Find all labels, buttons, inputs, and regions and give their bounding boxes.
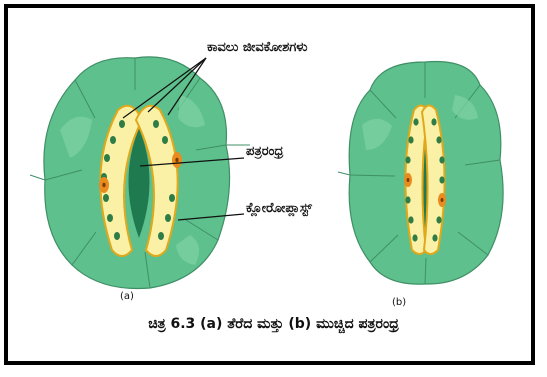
sub-label-a: (a) xyxy=(120,291,134,302)
figure-caption: ಚಿತ್ರ 6.3 (a) ತೆರೆದ ಮತ್ತು (b) ಮುಚ್ಚಿದ ಪತ… xyxy=(0,316,547,332)
open-stoma xyxy=(30,57,250,289)
chloroplast-label: ಕ್ಲೋರೋಪ್ಲಾಸ್ಟ್ xyxy=(246,201,312,216)
closed-stoma xyxy=(338,61,503,284)
stomatal-pore-label: ಪತ್ರರಂಧ್ರ xyxy=(246,144,283,159)
guard-cells-label: ಕಾವಲು ಜೀವಕೋಶಗಳು xyxy=(207,40,307,55)
sub-label-b: (b) xyxy=(392,297,406,308)
